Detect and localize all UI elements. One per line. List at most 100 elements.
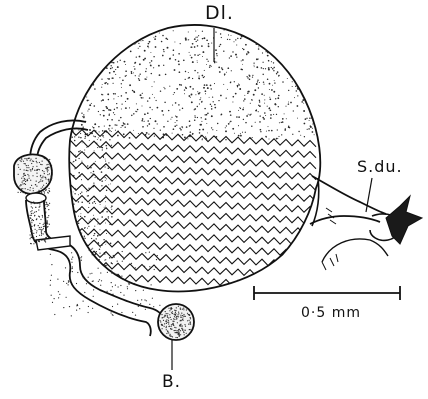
stipple-dot	[114, 114, 115, 115]
stipple-dot	[240, 133, 241, 134]
stipple-dot	[251, 125, 252, 126]
stipple-dot	[205, 136, 206, 137]
stipple-dot	[261, 37, 262, 38]
stipple-dot	[195, 94, 196, 95]
stipple-dot	[159, 33, 160, 34]
stipple-dot	[142, 40, 143, 41]
stipple-dot	[265, 51, 266, 52]
stipple-dot	[106, 178, 107, 179]
stipple-dot	[83, 114, 84, 115]
stipple-dot	[20, 184, 21, 185]
stipple-dot	[152, 109, 153, 110]
stipple-dot	[39, 229, 40, 230]
stipple-dot	[269, 83, 271, 85]
stipple-dot	[94, 32, 96, 34]
stipple-dot	[31, 220, 32, 221]
stipple-dot	[48, 179, 49, 180]
stipple-dot	[302, 35, 304, 37]
stipple-dot	[80, 54, 82, 56]
stipple-dot	[42, 201, 43, 202]
stipple-dot	[68, 280, 69, 281]
stipple-dot	[228, 123, 230, 125]
stipple-dot	[199, 54, 200, 55]
stipple-dot	[24, 175, 25, 176]
stipple-dot	[176, 88, 178, 90]
stipple-dot	[118, 46, 119, 47]
stipple-dot	[149, 41, 151, 43]
stipple-dot	[301, 49, 303, 51]
stipple-dot	[58, 297, 59, 298]
stipple-dot	[227, 67, 229, 69]
stipple-dot	[97, 235, 99, 237]
stipple-dot	[29, 158, 30, 159]
stipple-dot	[175, 310, 176, 311]
stipple-dot	[163, 114, 164, 115]
stipple-dot	[271, 67, 272, 68]
stipple-dot	[211, 106, 212, 107]
stipple-dot	[237, 85, 239, 87]
stipple-dot	[212, 96, 213, 97]
stipple-dot	[47, 192, 48, 193]
stipple-dot	[47, 222, 48, 223]
stipple-dot	[240, 135, 242, 137]
stipple-dot	[88, 195, 89, 196]
stipple-dot	[41, 192, 42, 193]
stipple-dot	[175, 313, 176, 314]
stipple-dot	[113, 47, 114, 48]
stipple-dot	[317, 30, 318, 31]
stipple-dot	[42, 215, 43, 216]
stipple-dot	[192, 61, 194, 63]
stipple-dot	[81, 233, 82, 234]
stipple-dot	[215, 107, 217, 109]
stipple-dot	[149, 304, 150, 305]
stipple-dot	[49, 190, 50, 191]
stipple-dot	[33, 188, 34, 189]
stipple-dot	[124, 36, 125, 37]
stipple-dot	[115, 74, 116, 75]
stipple-dot	[212, 129, 213, 130]
stipple-dot	[202, 56, 203, 57]
stipple-dot	[135, 75, 136, 76]
stipple-dot	[188, 31, 189, 32]
stipple-dot	[119, 77, 120, 78]
stipple-dot	[173, 94, 174, 95]
stipple-dot	[24, 183, 25, 184]
stipple-dot	[114, 50, 115, 51]
stipple-dot	[51, 165, 52, 166]
stipple-dot	[111, 51, 112, 52]
stipple-dot	[268, 60, 270, 62]
stipple-dot	[94, 105, 96, 107]
stipple-dot	[147, 46, 149, 48]
stipple-dot	[272, 35, 274, 37]
stipple-dot	[30, 180, 31, 181]
stipple-dot	[258, 87, 259, 88]
stipple-dot	[275, 98, 276, 99]
stipple-dot	[31, 215, 32, 216]
left-knob-neck	[26, 193, 46, 203]
stipple-dot	[111, 216, 113, 218]
stipple-dot	[31, 237, 32, 238]
stipple-dot	[98, 281, 99, 282]
stipple-dot	[300, 135, 301, 136]
stipple-dot	[116, 274, 117, 275]
stipple-dot	[95, 238, 96, 239]
stipple-dot	[78, 137, 79, 138]
stipple-dot	[171, 308, 172, 309]
stipple-dot	[154, 81, 155, 82]
stipple-dot	[125, 92, 127, 94]
stipple-dot	[133, 66, 134, 67]
stipple-dot	[276, 138, 278, 140]
stipple-dot	[263, 84, 264, 85]
stipple-dot	[90, 219, 91, 220]
stipple-dot	[101, 37, 103, 39]
stipple-dot	[100, 229, 101, 230]
stipple-dot	[80, 98, 81, 99]
stipple-dot	[188, 95, 190, 97]
stipple-dot	[183, 309, 184, 310]
stipple-dot	[197, 106, 198, 107]
stipple-dot	[116, 103, 117, 104]
stipple-dot	[211, 115, 213, 117]
stipple-dot	[46, 164, 47, 165]
stipple-dot	[42, 216, 43, 217]
stipple-dot	[80, 213, 81, 214]
